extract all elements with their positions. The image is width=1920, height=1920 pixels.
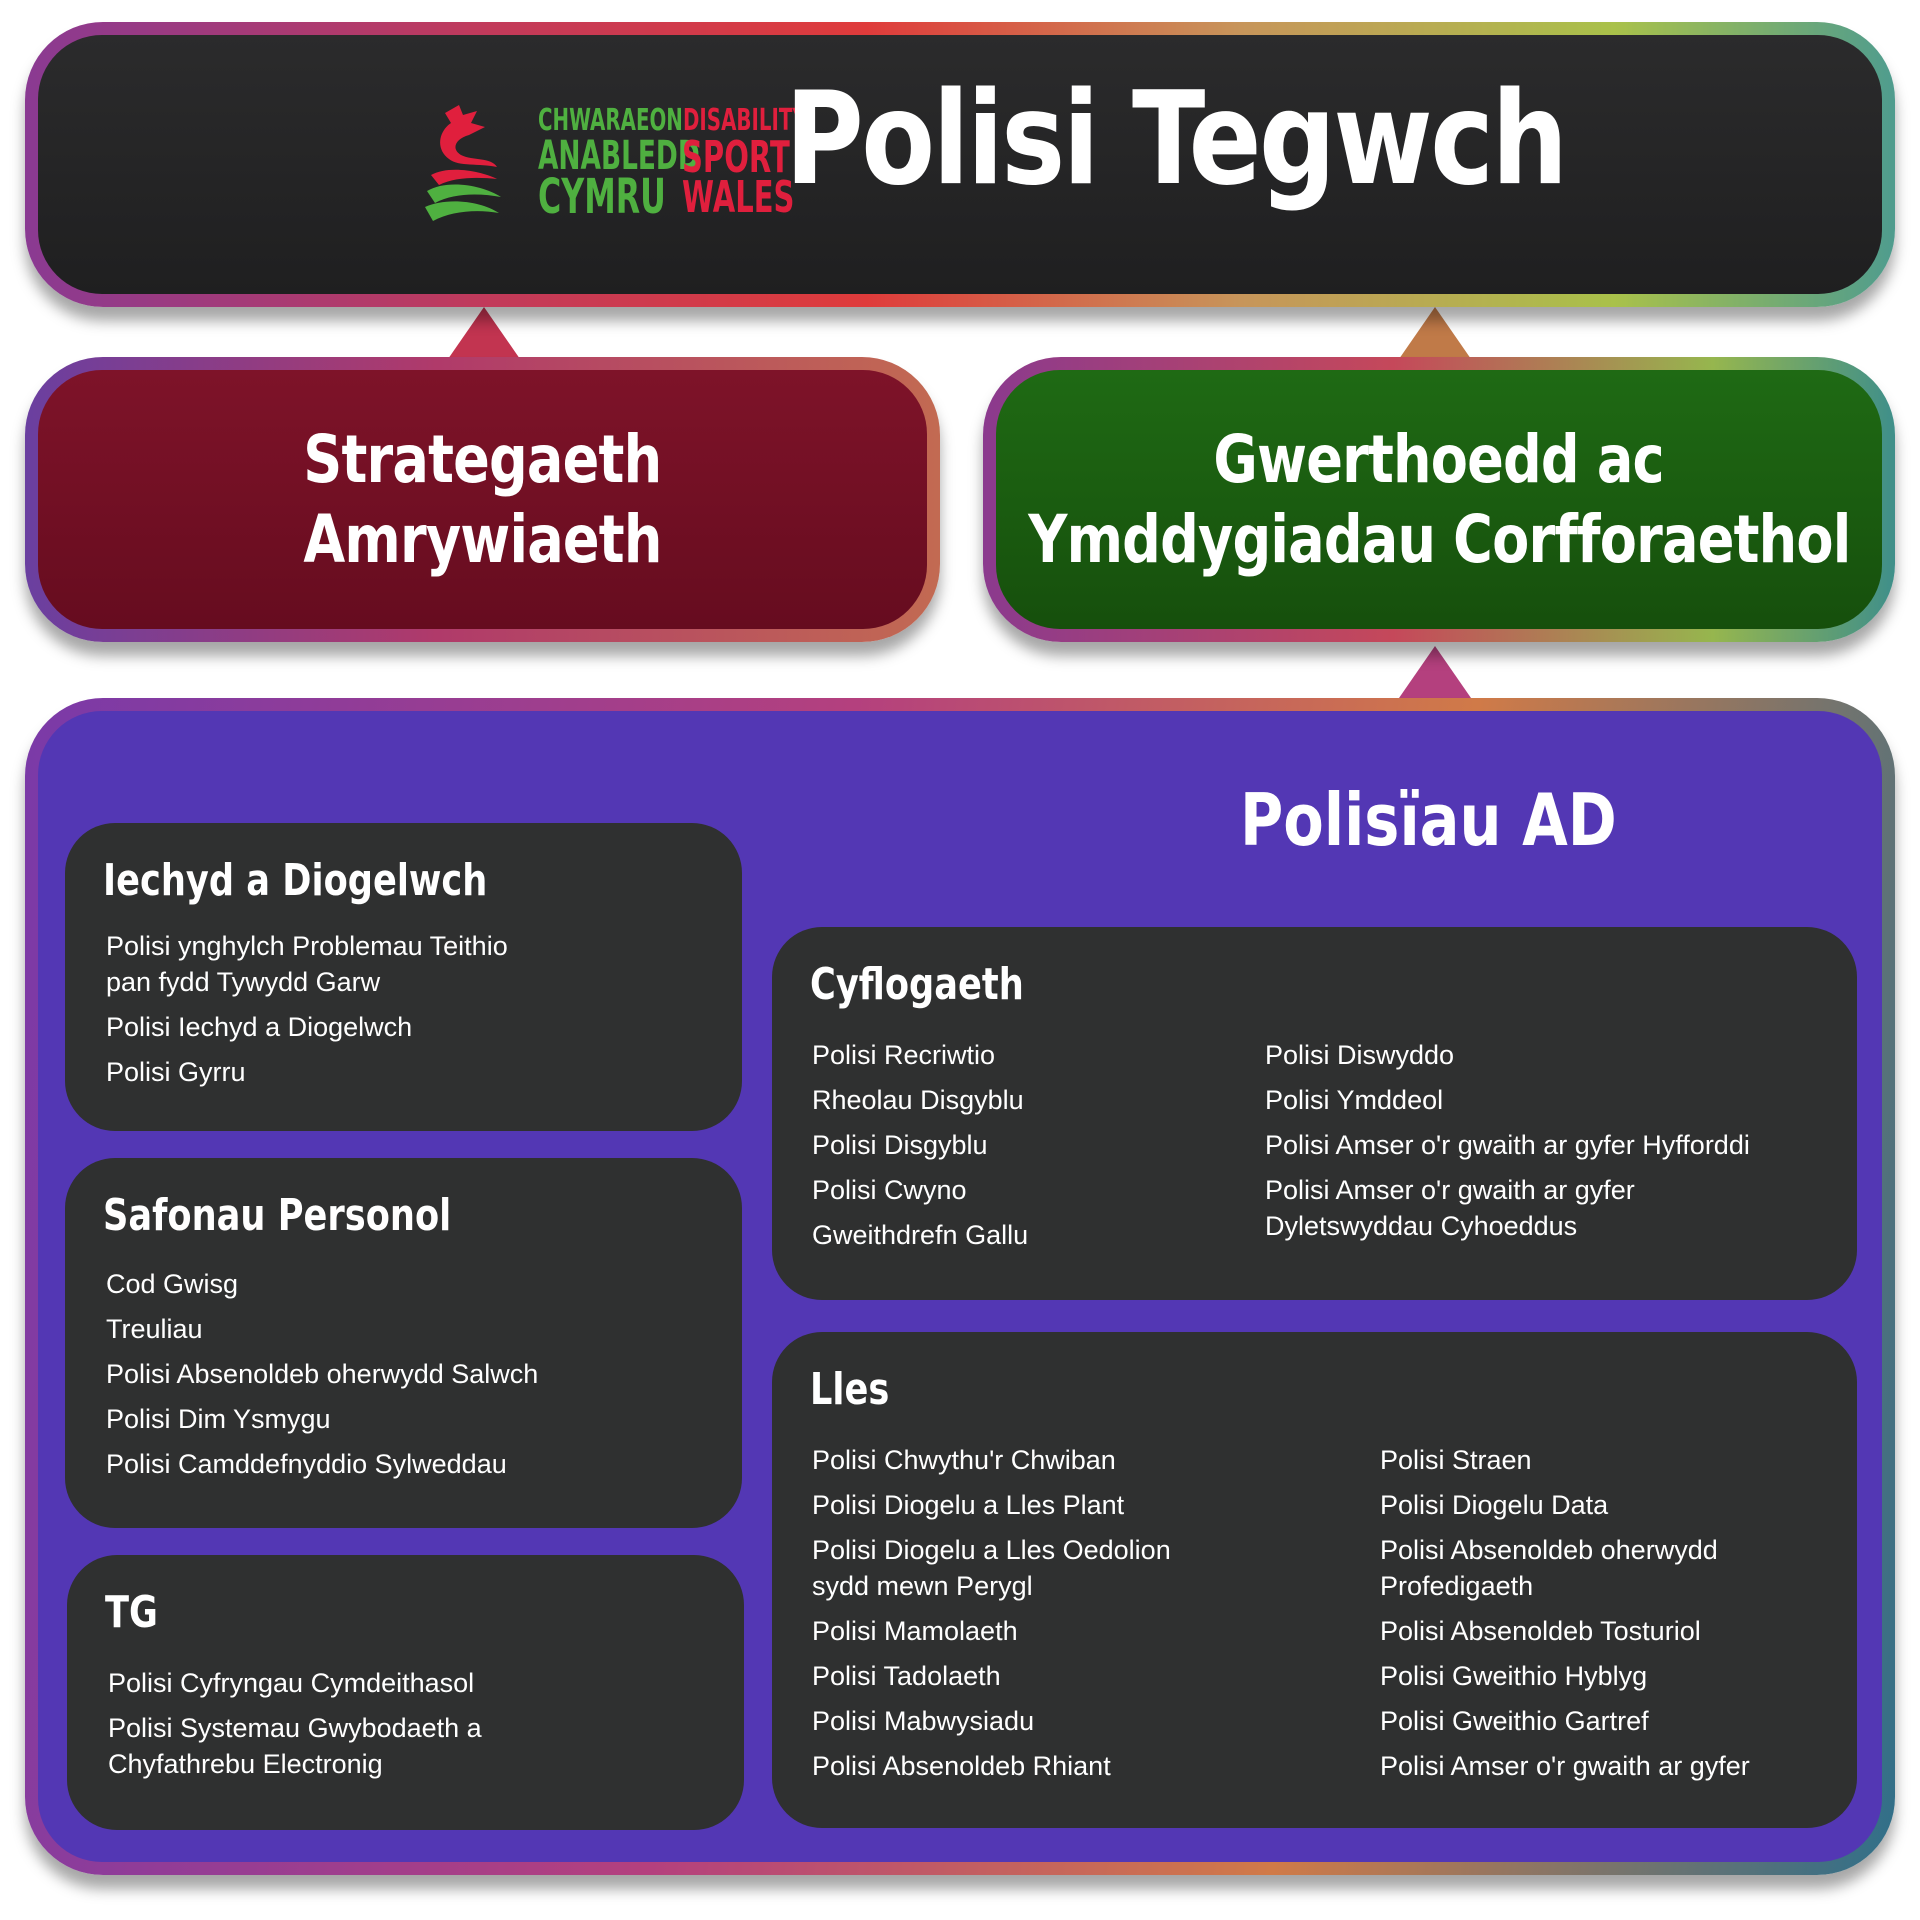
policy-list-item: Polisi Recriwtio <box>812 1040 996 1070</box>
health-safety-list: Polisi ynghylch Problemau Teithio pan fy… <box>106 928 508 1099</box>
page-title: Polisi Tegwch <box>785 65 1568 214</box>
strategy-box: Strategaeth Amrywiaeth <box>25 357 940 642</box>
logo-line3-welsh: CYMRU <box>538 169 666 225</box>
policy-list-item: Polisi Gyrru <box>106 1057 246 1087</box>
policy-list-item: Polisi Diogelu a Lles Oedolion sydd mewn… <box>812 1535 1171 1601</box>
policy-list-item: Polisi Cwyno <box>812 1175 967 1205</box>
values-box: Gwerthoedd ac Ymddygiadau Corfforaethol <box>983 357 1895 642</box>
logo-line3-english: WALES <box>682 172 795 223</box>
policy-list-item: Polisi Cyfryngau Cymdeithasol <box>108 1668 475 1698</box>
connector-values-to-header <box>1399 307 1471 359</box>
policy-list-item: Polisi Amser o'r gwaith ar gyfer <box>1380 1751 1750 1781</box>
personal-standards-title: Safonau Personol <box>103 1190 452 1241</box>
policy-list-item: Polisi Mamolaeth <box>812 1616 1018 1646</box>
policy-list-item: Polisi Absenoldeb oherwydd Salwch <box>106 1359 539 1389</box>
policy-list-item: Polisi Absenoldeb oherwydd Profedigaeth <box>1380 1535 1718 1601</box>
logo-line1-welsh: CHWARAEON <box>538 103 683 138</box>
it-title: TG <box>105 1587 158 1638</box>
welsh-dragon-icon <box>425 105 501 221</box>
policy-list-item: Cod Gwisg <box>106 1269 239 1299</box>
connector-strategy-to-header <box>448 307 520 359</box>
policy-list-item: Polisi Absenoldeb Rhiant <box>812 1751 1111 1781</box>
policy-list-item: Rheolau Disgyblu <box>812 1085 1024 1115</box>
logo-line2-welsh: ANABLEDD <box>538 133 700 179</box>
logo-line2-english: SPORT <box>682 132 790 183</box>
hr-policies-title: Polisïau AD <box>1240 778 1617 862</box>
policy-list-item: Polisi Straen <box>1380 1445 1532 1475</box>
wellbeing-title: Lles <box>810 1364 890 1415</box>
policy-list-item: Polisi Mabwysiadu <box>812 1706 1035 1736</box>
health-safety-card: Iechyd a Diogelwch Polisi ynghylch Probl… <box>65 823 742 1131</box>
policy-list-item: Polisi ynghylch Problemau Teithio pan fy… <box>106 931 508 997</box>
strategy-line2: Amrywiaeth <box>303 500 662 578</box>
values-line1: Gwerthoedd ac <box>1213 420 1665 498</box>
policy-list-item: Polisi Diogelu a Lles Plant <box>812 1490 1125 1520</box>
policy-list-item: Polisi Diogelu Data <box>1380 1490 1609 1520</box>
disability-sport-wales-logo: CHWARAEON DISABILITY ANABLEDD SPORT CYMR… <box>395 75 825 222</box>
health-safety-title: Iechyd a Diogelwch <box>103 855 488 906</box>
policy-list-item: Polisi Iechyd a Diogelwch <box>106 1012 413 1042</box>
policy-list-item: Gweithdrefn Gallu <box>812 1220 1029 1250</box>
policy-list-item: Polisi Amser o'r gwaith ar gyfer Hyfford… <box>1265 1130 1750 1160</box>
policy-list-item: Polisi Gweithio Gartref <box>1380 1706 1649 1736</box>
header-box <box>25 22 1895 307</box>
policy-list-item: Polisi Systemau Gwybodaeth a Chyfathrebu… <box>108 1713 482 1779</box>
logo-line1-english: DISABILITY <box>683 103 807 138</box>
policy-list-item: Polisi Tadolaeth <box>812 1661 1001 1691</box>
policy-list-item: Polisi Camddefnyddio Sylweddau <box>106 1449 507 1479</box>
employment-title: Cyflogaeth <box>810 959 1024 1010</box>
policy-list-item: Polisi Disgyblu <box>812 1130 988 1160</box>
values-line2: Ymddygiadau Corfforaethol <box>1027 500 1851 578</box>
strategy-line1: Strategaeth <box>303 420 663 498</box>
policy-list-item: Polisi Dim Ysmygu <box>106 1404 331 1434</box>
policy-list-item: Treuliau <box>106 1314 203 1344</box>
connector-hr-to-values <box>1399 646 1471 698</box>
policy-list-item: Polisi Absenoldeb Tosturiol <box>1380 1616 1701 1646</box>
policy-list-item: Polisi Amser o'r gwaith ar gyfer Dyletsw… <box>1265 1175 1635 1241</box>
policy-list-item: Polisi Ymddeol <box>1265 1085 1444 1115</box>
policy-list-item: Polisi Chwythu'r Chwiban <box>812 1445 1116 1475</box>
policy-list-item: Polisi Diswyddo <box>1265 1040 1455 1070</box>
policy-list-item: Polisi Gweithio Hyblyg <box>1380 1661 1648 1691</box>
